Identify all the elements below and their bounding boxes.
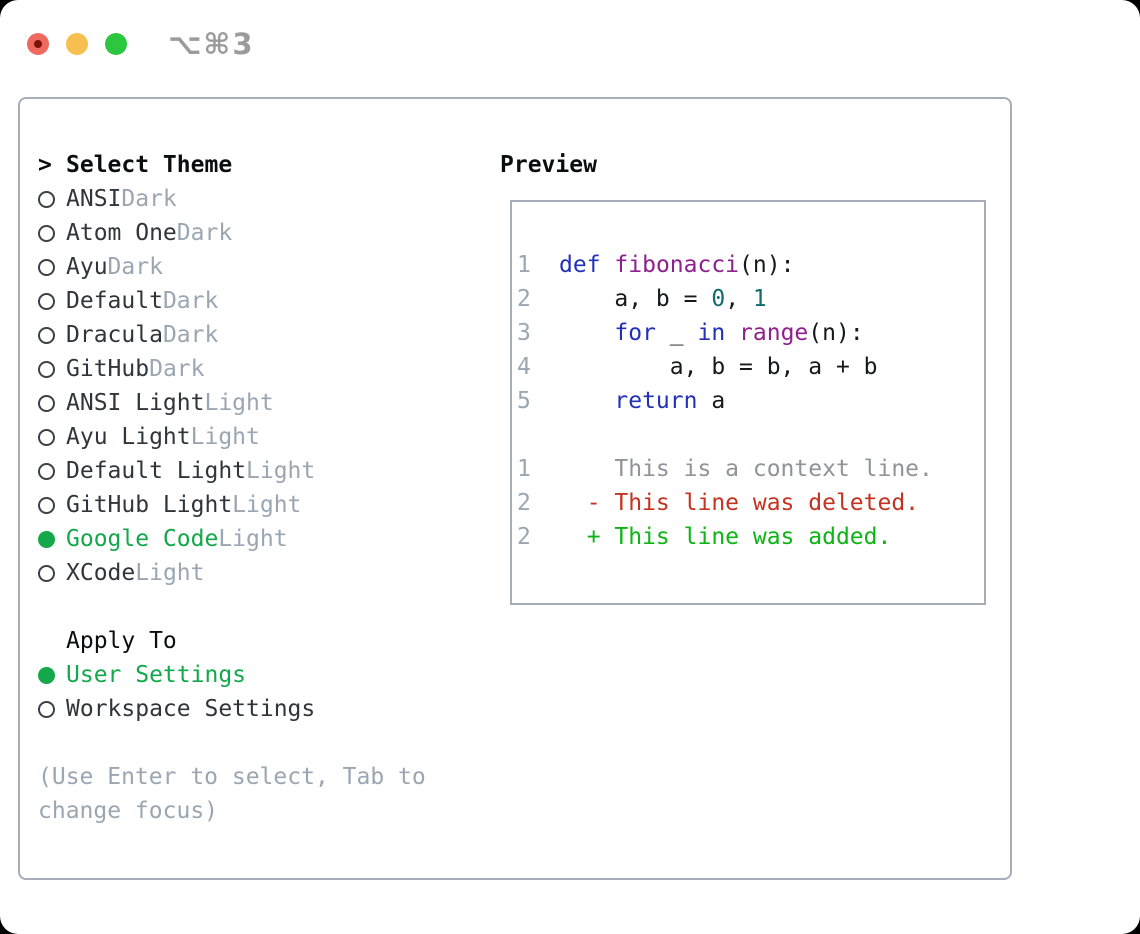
theme-variant: Dark [149, 356, 205, 382]
code-line: 5 return a [517, 384, 976, 418]
radio-icon [38, 292, 55, 310]
code-line: 2 a, b = 0, 1 [517, 282, 976, 316]
code-line: 3 for _ in range(n): [517, 316, 976, 350]
line-number: 4 [517, 354, 531, 380]
line-number: 3 [517, 320, 531, 346]
code-line [517, 418, 976, 452]
theme-name: ANSI Light [66, 390, 205, 416]
radio-icon [38, 428, 55, 446]
theme-name: Default [66, 288, 163, 314]
zoom-button[interactable] [105, 33, 127, 55]
radio-icon [38, 190, 55, 208]
theme-name: Ayu Light [66, 424, 191, 450]
theme-variant: Dark [107, 254, 163, 280]
theme-variant: Light [218, 526, 288, 552]
theme-name: Ayu [66, 254, 108, 280]
keyboard-hint-line1: (Use Enter to select, Tab to [38, 764, 426, 790]
radio-icon [38, 360, 55, 378]
apply-option-workspace-settings[interactable]: Workspace Settings [38, 692, 426, 726]
theme-variant: Light [246, 458, 316, 484]
line-number: 1 [517, 456, 531, 482]
apply-option-label: User Settings [66, 662, 247, 688]
theme-variant: Light [135, 560, 205, 586]
apply-to-title: Apply To [66, 628, 177, 654]
radio-icon [38, 462, 55, 480]
radio-icon [38, 258, 55, 276]
code-line: 2 + This line was added. [517, 520, 976, 554]
theme-name: Google Code [66, 526, 219, 552]
prompt-icon: > [38, 152, 52, 178]
apply-to-header: Apply To [38, 624, 426, 658]
titlebar: ⌥⌘3 [27, 27, 255, 61]
theme-name: ANSI [66, 186, 122, 212]
line-number: 1 [517, 252, 531, 278]
code-line: 1 This is a context line. [517, 452, 976, 486]
theme-name: Default Light [66, 458, 247, 484]
apply-option-label: Workspace Settings [66, 696, 316, 722]
window-shortcut-label: ⌥⌘3 [168, 27, 255, 61]
preview-title: Preview [500, 152, 597, 178]
radio-icon [38, 530, 55, 548]
line-number: 5 [517, 388, 531, 414]
radio-icon [38, 700, 55, 718]
theme-variant: Light [204, 390, 274, 416]
theme-variant: Dark [176, 220, 233, 246]
theme-variant: Dark [162, 322, 219, 348]
apply-option-user-settings[interactable]: User Settings [38, 658, 426, 692]
menu-title: Select Theme [66, 152, 233, 178]
code-line: 4 a, b = b, a + b [517, 350, 976, 384]
radio-icon [38, 564, 55, 582]
theme-name: XCode [66, 560, 136, 586]
theme-menu-header: > Select Theme [38, 148, 426, 182]
radio-icon [38, 224, 55, 242]
radio-icon [38, 326, 55, 344]
line-number: 2 [517, 524, 531, 550]
close-button[interactable] [27, 33, 49, 55]
radio-icon [38, 666, 55, 684]
line-number: 2 [517, 286, 531, 312]
minimize-button[interactable] [66, 33, 88, 55]
line-number: 2 [517, 490, 531, 516]
line-number [517, 418, 531, 452]
theme-variant: Dark [121, 186, 177, 212]
theme-name: Atom One [66, 220, 177, 246]
radio-icon [38, 496, 55, 514]
theme-variant: Light [190, 424, 260, 450]
theme-variant: Light [232, 492, 302, 518]
theme-variant: Dark [162, 288, 219, 314]
theme-name: Dracula [66, 322, 163, 348]
theme-name: GitHub Light [66, 492, 233, 518]
code-line: 2 - This line was deleted. [517, 486, 976, 520]
keyboard-hint-line2: change focus) [38, 798, 219, 824]
theme-name: GitHub [66, 356, 150, 382]
radio-icon [38, 394, 55, 412]
